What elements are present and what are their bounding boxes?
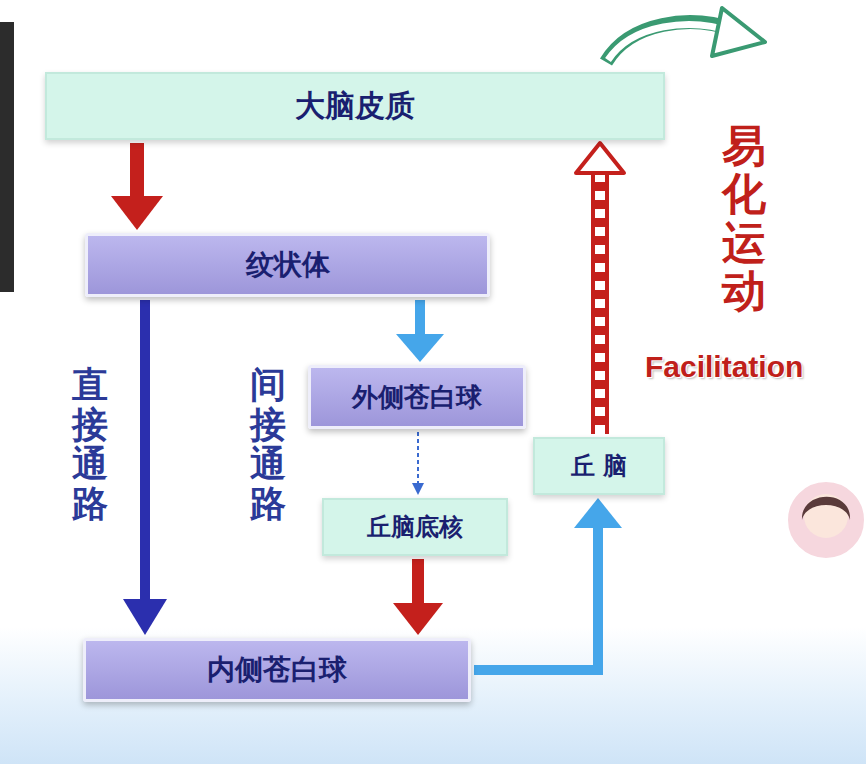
- nucleus-box: 外侧苍白球: [308, 365, 526, 429]
- pathway-arrow: [111, 143, 163, 230]
- arrow-shaft: [140, 300, 150, 600]
- arrow-head: [574, 498, 622, 528]
- node-text: 内侧苍白球: [207, 651, 347, 689]
- node-text: 外侧苍白球: [352, 380, 482, 415]
- arrow-head: [576, 143, 624, 173]
- arrow-head: [396, 334, 444, 362]
- arrow-shaft: [415, 300, 425, 335]
- avatar-hair: [802, 497, 850, 520]
- node-text: 丘脑底核: [367, 511, 463, 543]
- arrow-head: [412, 483, 424, 495]
- pathway-arrow: [576, 143, 624, 434]
- curved-arrow-head: [712, 8, 765, 56]
- nucleus-box: 丘脑底核: [322, 498, 508, 556]
- pathway-label: 直接通路: [72, 365, 108, 523]
- node-text: 大脑皮质: [295, 86, 415, 127]
- avatar-icon: [786, 480, 866, 560]
- nucleus-box: 纹状体: [85, 233, 490, 297]
- side-strip: [0, 22, 14, 292]
- arrow-shaft: [412, 559, 424, 604]
- node-text: 纹状体: [246, 246, 330, 284]
- arrow-stripes: [595, 172, 605, 434]
- pathway-arrow: [393, 559, 443, 635]
- nucleus-box: 丘 脑: [533, 437, 665, 495]
- pathway-arrow: [412, 432, 424, 495]
- arrow-head: [393, 603, 443, 635]
- arrow-head: [111, 196, 163, 230]
- arrow-shaft: [417, 432, 419, 484]
- arrow-shaft: [130, 143, 144, 197]
- arrow-head: [123, 599, 167, 635]
- nucleus-box: 内侧苍白球: [83, 638, 471, 702]
- pathway-arrow: [396, 300, 444, 362]
- arrow-shaft: [591, 172, 609, 434]
- effect-label: 易化运动: [722, 122, 766, 316]
- pathway-label: 间接通路: [250, 365, 286, 523]
- pathway-arrow: [123, 300, 167, 635]
- effect-label-en: Facilitation: [645, 350, 803, 384]
- region-band: 大脑皮质: [45, 72, 665, 140]
- node-text: 丘 脑: [571, 450, 627, 482]
